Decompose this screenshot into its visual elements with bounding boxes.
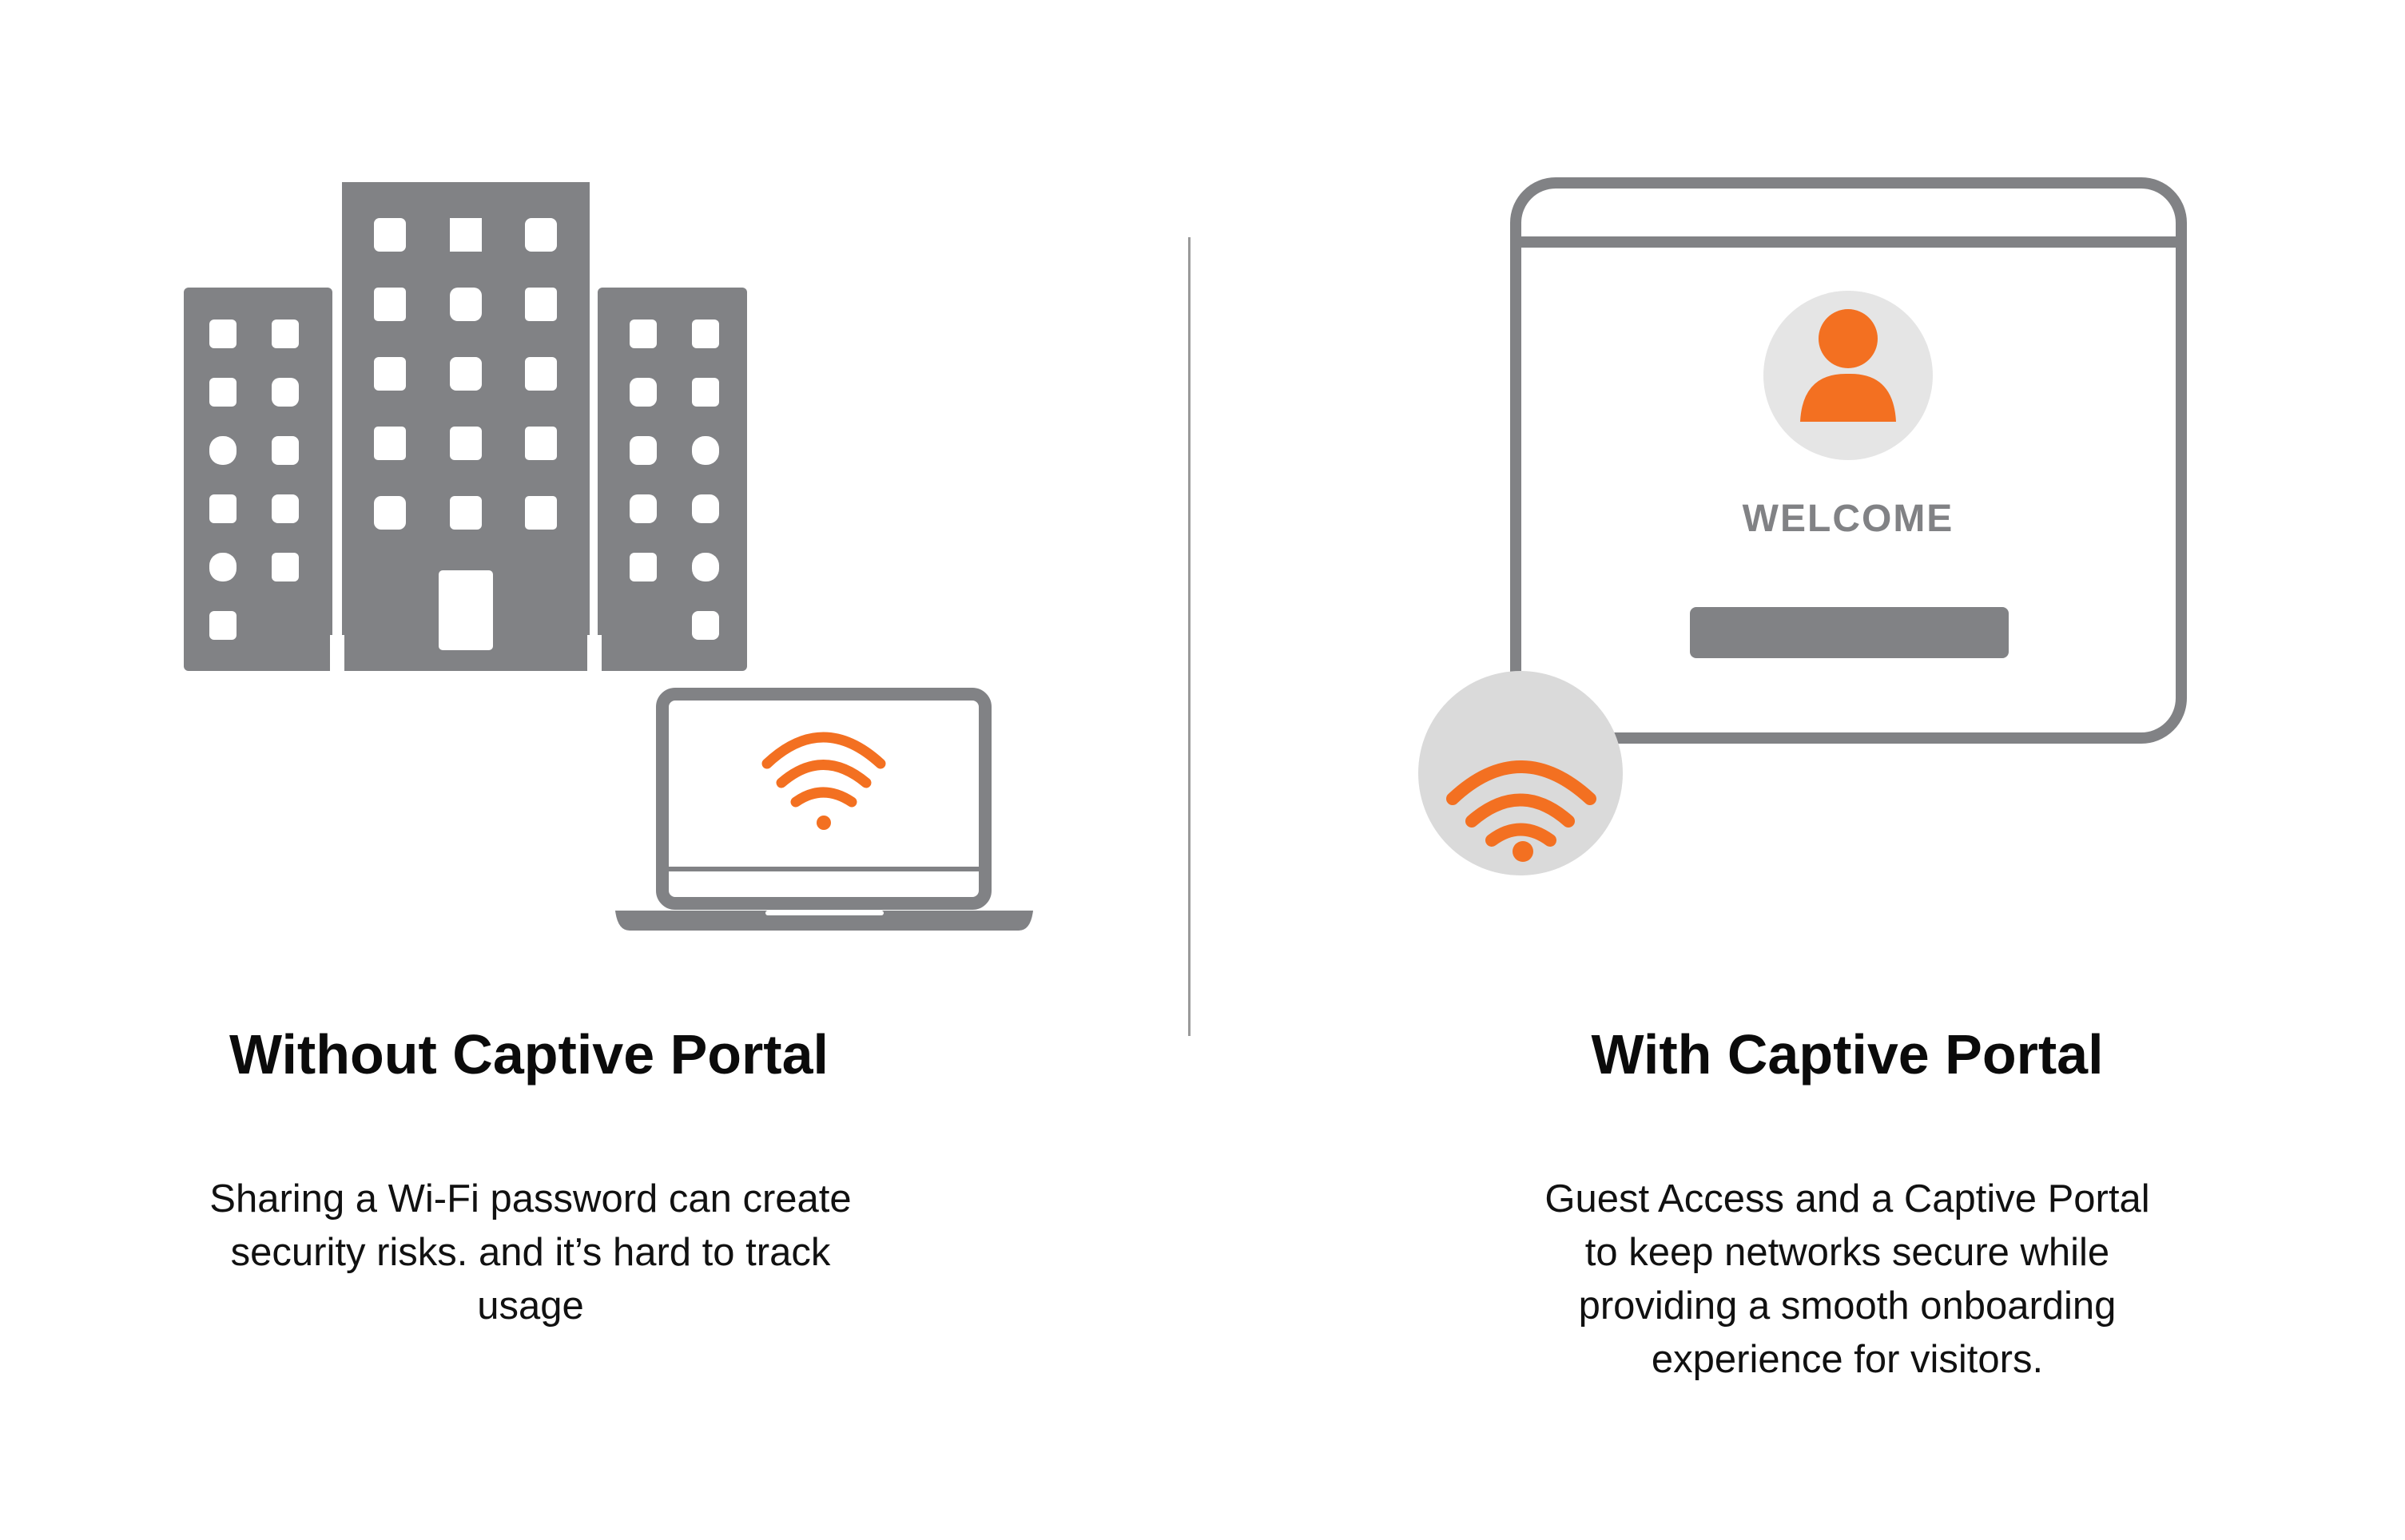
without-portal-description: Sharing a Wi-Fi password can create secu… [131,1173,930,1333]
description-line: to keep networks secure while [1584,1231,2110,1274]
description-line: providing a smooth onboarding [1578,1284,2117,1328]
portal-welcome-text: WELCOME [1742,498,1954,540]
with-portal-title: With Captive Portal [1591,1023,2104,1086]
description-line: Sharing a Wi-Fi password can create [209,1177,852,1220]
user-avatar-icon [1800,309,1896,422]
wifi-icon [761,732,886,830]
wifi-badge-icon [1418,671,1623,875]
browser-window-icon [1510,177,2187,744]
description-line: security risks. and it’s hard to track [230,1231,831,1274]
laptop-icon [615,688,1033,931]
login-bar [1690,607,2009,658]
description-line: usage [477,1284,584,1328]
with-portal-description: Guest Access and a Captive Portal to kee… [1448,1173,2247,1387]
office-buildings-icon [184,182,747,675]
description-line: Guest Access and a Captive Portal [1544,1177,2150,1220]
description-line: experience for visitors. [1651,1338,2044,1381]
without-portal-title: Without Captive Portal [229,1023,829,1086]
divider [1188,237,1191,1036]
